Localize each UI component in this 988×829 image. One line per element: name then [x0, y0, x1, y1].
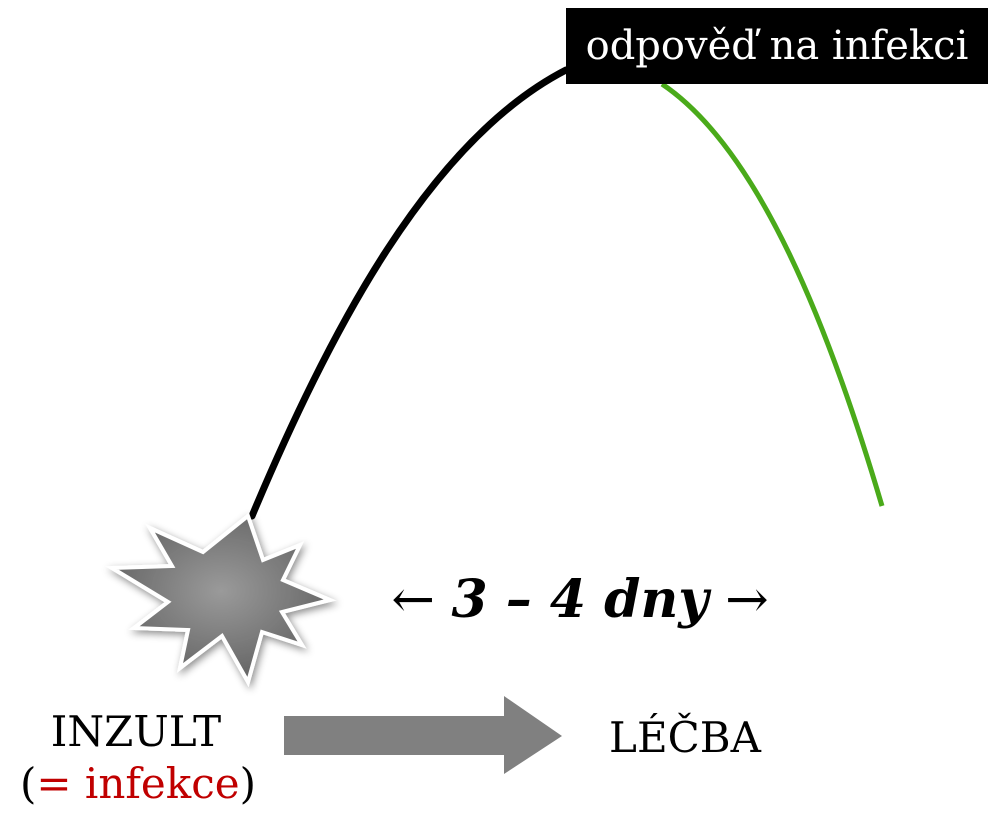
duration-text: 3 – 4 dny — [451, 569, 709, 630]
insult-label: INZULT — [50, 707, 222, 756]
insult-explanation: (= infekce) — [0, 758, 276, 810]
explosion-burst-icon — [105, 512, 337, 688]
paren-open: ( — [19, 759, 37, 808]
duration-label: ← 3 – 4 dny → — [370, 568, 790, 632]
paren-close: ) — [239, 759, 257, 808]
infection-response-label: odpověď na infekci — [566, 8, 988, 84]
infection-word: infekce — [84, 759, 240, 808]
response-curve-falling — [660, 81, 885, 507]
equals-sign: = — [36, 759, 85, 808]
left-arrow-icon: ← — [391, 570, 435, 630]
right-arrow-icon — [284, 696, 562, 774]
treatment-label: LÉČBA — [609, 713, 761, 762]
right-arrow-small-icon: → — [725, 570, 769, 630]
response-curve-rising — [248, 66, 570, 520]
